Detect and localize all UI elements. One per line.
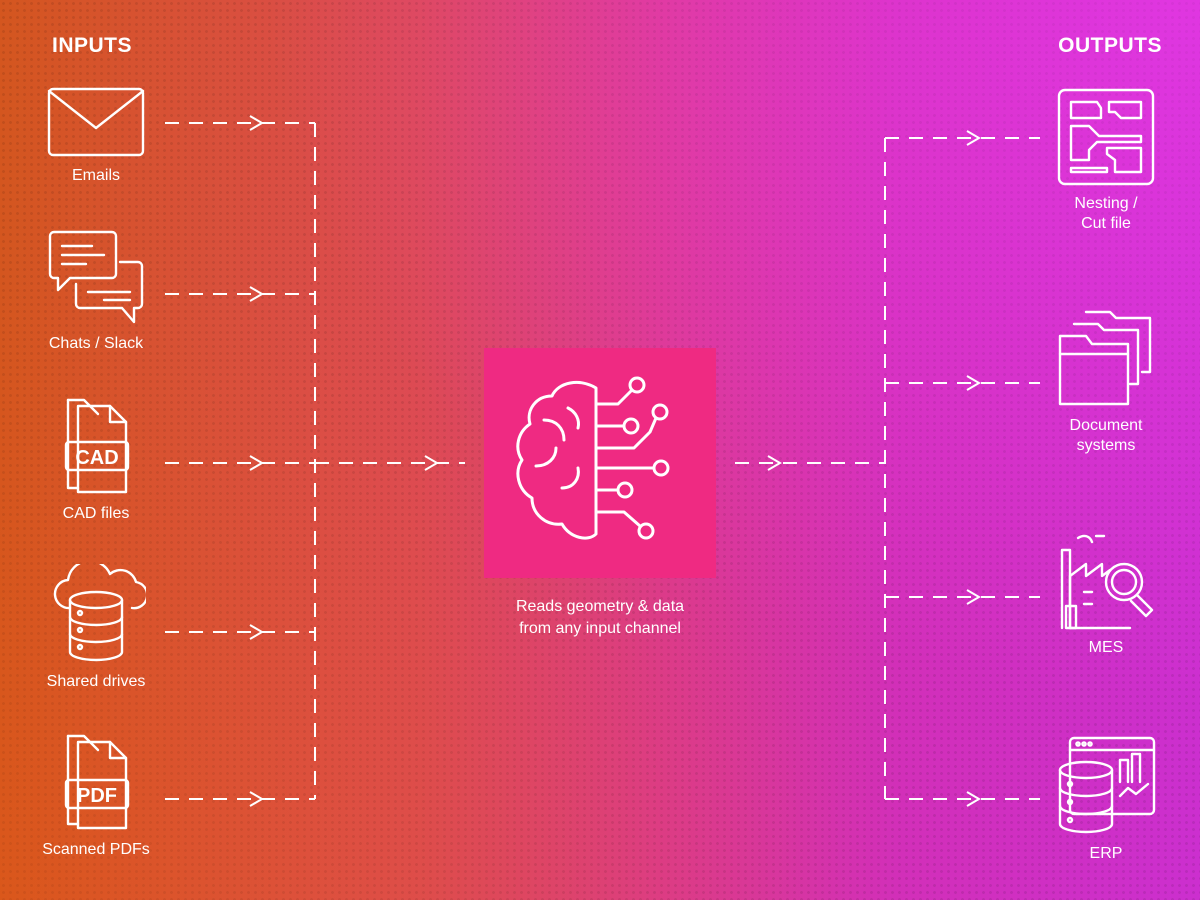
input-label: Emails: [71, 167, 120, 184]
arrow-drives: [249, 624, 264, 640]
input-cad-files: CAD CAD files: [16, 398, 176, 524]
input-label: Chats / Slack: [48, 335, 144, 352]
arrow-erp: [966, 791, 981, 807]
ai-processor-box: [484, 348, 716, 578]
hub-caption: Reads geometry & data from any input cha…: [515, 598, 685, 637]
input-scanned-pdfs: PDF Scanned PDFs: [16, 734, 176, 860]
chat-bubbles-icon: [48, 230, 144, 324]
cad-badge-text: CAD: [75, 447, 118, 469]
arrow-to-hub: [424, 455, 439, 471]
input-shared-drives: Shared drives: [16, 564, 176, 692]
input-label: CAD files: [62, 505, 130, 522]
pdf-file-icon: PDF: [64, 734, 130, 830]
folders-icon: [1058, 310, 1152, 406]
cad-file-icon: CAD: [64, 398, 130, 494]
input-chats: Chats / Slack: [16, 228, 176, 354]
arrow-pdfs: [249, 791, 264, 807]
ai-brain-circuit-icon: [516, 376, 670, 540]
outputs-heading: OUTPUTS: [1058, 34, 1162, 57]
output-mes: MES: [1026, 530, 1186, 658]
pdf-badge-text: PDF: [77, 785, 117, 807]
database-dashboard-icon: [1058, 736, 1156, 834]
arrow-mes: [966, 589, 981, 605]
input-emails: Emails: [16, 86, 176, 186]
output-label: Document systems: [1069, 417, 1143, 454]
output-label: MES: [1088, 639, 1124, 656]
cloud-database-icon: [53, 564, 146, 662]
arrow-from-hub: [767, 455, 782, 471]
envelope-icon: [47, 87, 145, 157]
output-erp: ERP: [1026, 736, 1186, 864]
inputs-heading: INPUTS: [52, 34, 133, 57]
arrow-cad: [249, 455, 264, 471]
arrow-nesting: [966, 130, 981, 146]
output-document-systems: Document systems: [1026, 308, 1186, 456]
output-nesting: Nesting / Cut file: [1026, 88, 1186, 234]
arrow-emails: [249, 115, 264, 131]
nesting-layout-icon: [1057, 88, 1155, 186]
output-label: ERP: [1089, 845, 1123, 862]
output-label: Nesting / Cut file: [1074, 195, 1138, 232]
input-label: Scanned PDFs: [42, 841, 150, 858]
factory-search-icon: [1060, 534, 1154, 630]
input-label: Shared drives: [46, 673, 146, 690]
arrow-documents: [966, 375, 981, 391]
arrow-chats: [249, 286, 264, 302]
